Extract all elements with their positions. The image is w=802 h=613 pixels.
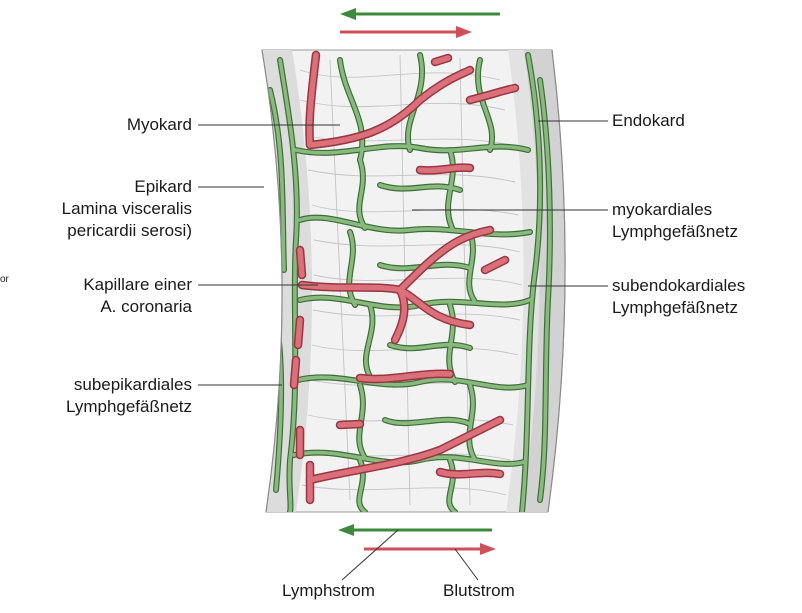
label-subepikardial-line2: Lymphgefäßnetz [10, 396, 192, 418]
leader-blutstrom [455, 549, 478, 580]
label-epikard-line3: pericardii serosi) [10, 220, 192, 242]
top-flow-arrows [340, 8, 500, 38]
leader-lymphstrom [342, 530, 398, 580]
bottom-lymph-arrowhead [338, 524, 354, 536]
label-subepikardial-line1: subepikardiales [10, 374, 192, 396]
label-kapillare: Kapillare einer A. coronaria [10, 274, 192, 318]
label-subendokardial-line1: subendokardiales [612, 275, 745, 297]
label-myokardiales-line2: Lymphgefäßnetz [612, 221, 738, 243]
label-subendokardial: subendokardiales Lymphgefäßnetz [612, 275, 745, 319]
label-lymphstrom: Lymphstrom [282, 580, 375, 602]
label-subendokardial-line2: Lymphgefäßnetz [612, 297, 745, 319]
label-epikard-line1: Epikard [10, 176, 192, 198]
label-myokardiales-line1: myokardiales [612, 199, 738, 221]
label-lymphstrom-text: Lymphstrom [282, 580, 375, 602]
label-kapillare-line1: Kapillare einer [10, 274, 192, 296]
label-endokard: Endokard [612, 110, 685, 132]
cut-off-text-value: or [0, 274, 9, 286]
top-lymph-arrowhead [340, 8, 356, 20]
label-endokard-text: Endokard [612, 110, 685, 132]
label-kapillare-line2: A. coronaria [10, 296, 192, 318]
label-myokard: Myokard [60, 114, 192, 136]
label-blutstrom: Blutstrom [443, 580, 515, 602]
label-myokard-text: Myokard [60, 114, 192, 136]
cut-off-text: or [0, 274, 9, 286]
top-blood-arrowhead [456, 26, 472, 38]
bottom-flow-arrows [338, 524, 496, 555]
label-myokardiales: myokardiales Lymphgefäßnetz [612, 199, 738, 243]
label-subepikardial: subepikardiales Lymphgefäßnetz [10, 374, 192, 418]
label-blutstrom-text: Blutstrom [443, 580, 515, 602]
label-epikard-line2: Lamina visceralis [10, 198, 192, 220]
label-epikard: Epikard Lamina visceralis pericardii ser… [10, 176, 192, 242]
bottom-blood-arrowhead [480, 543, 496, 555]
